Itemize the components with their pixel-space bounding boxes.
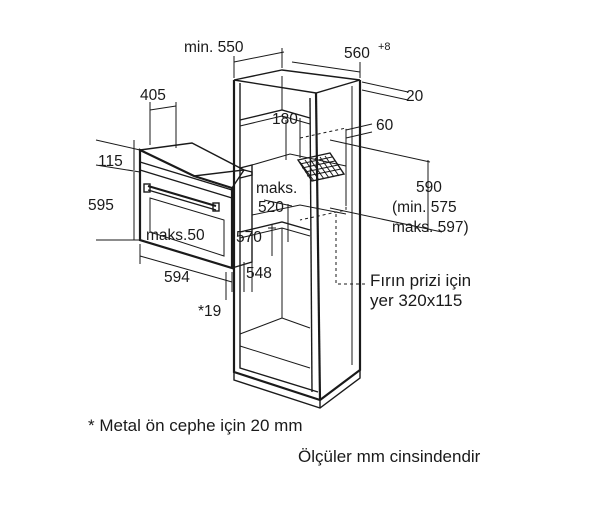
- cabinet: [232, 69, 368, 409]
- dim-maks-597: maks. 597): [392, 219, 469, 236]
- socket-dashed-leader: [335, 214, 368, 285]
- footnote-metal-front: * Metal ön cephe için 20 mm: [88, 416, 303, 435]
- niche-bottom: [251, 204, 347, 216]
- niche-dashed-outline: [299, 127, 347, 221]
- dim-115: 115: [98, 153, 123, 170]
- oven-control-panel: [139, 161, 233, 191]
- cabinet-inner-right: [309, 97, 313, 393]
- dim-594: 594: [164, 269, 190, 286]
- dim-595: 595: [88, 197, 114, 214]
- dimension-lines: [95, 48, 443, 300]
- socket-note-line1: Fırın prizi için: [370, 271, 471, 290]
- dim-19: *19: [198, 303, 221, 320]
- cabinet-top: [233, 69, 361, 94]
- oven-side: [231, 169, 253, 269]
- niche-top: [239, 164, 253, 179]
- lower-floor: [281, 317, 311, 329]
- dim-20: 20: [406, 88, 424, 105]
- dim-520: 520: [258, 199, 284, 216]
- socket-note-line2: yer 320x115: [370, 291, 462, 310]
- dim-560-sup: +8: [378, 41, 391, 53]
- cabinet-plinth: [233, 370, 361, 409]
- oven-window: [149, 197, 225, 257]
- socket-area: [296, 152, 346, 182]
- upper-shelf-under: [239, 115, 311, 127]
- dim-570: 570: [236, 229, 262, 246]
- niche-back-top: [251, 153, 347, 167]
- dim-min-550: min. 550: [184, 39, 244, 56]
- oven-handle: [143, 183, 220, 212]
- lower-floor-right: [239, 345, 311, 369]
- dim-maks-50: maks.50: [146, 227, 205, 244]
- lower-shelf: [239, 221, 311, 233]
- oven-side-top-edge: [231, 169, 245, 189]
- oven-front: [138, 148, 234, 270]
- dim-180: 180: [272, 111, 298, 128]
- dim-maks-label: maks.: [256, 180, 297, 197]
- socket-outline: [296, 152, 346, 182]
- cabinet-front-right-edge: [314, 92, 322, 401]
- dim-548: 548: [246, 265, 272, 282]
- footnote-units: Ölçüler mm cinsindendir: [298, 447, 481, 466]
- oven: [137, 142, 253, 270]
- dim-590: 590: [416, 179, 442, 196]
- oven-control-panel-lower: [139, 169, 233, 199]
- oven-top: [137, 142, 247, 177]
- dim-405: 405: [140, 87, 166, 104]
- dim-min-575: (min. 575: [392, 199, 457, 216]
- dim-560: 560: [344, 45, 370, 62]
- dim-60: 60: [376, 117, 394, 134]
